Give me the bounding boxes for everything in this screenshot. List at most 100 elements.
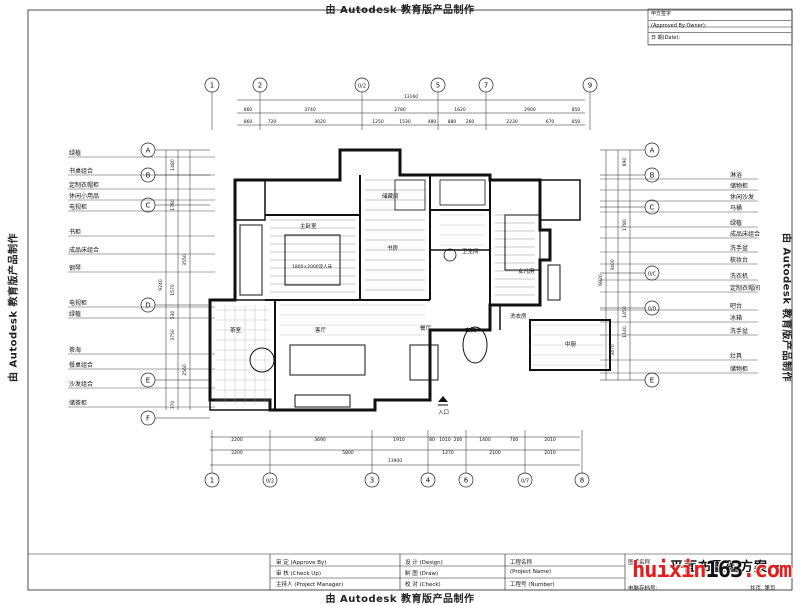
dim-right-5: 1140 xyxy=(622,326,628,338)
brand-part3: .com xyxy=(742,558,792,583)
axis-top-5-label: 9 xyxy=(588,82,592,90)
axis-bottom-0-label: 1 xyxy=(210,477,214,485)
owner-signature-en-row: (Approved By Owner): xyxy=(648,22,792,33)
axis-bottom-6: 8 xyxy=(574,430,590,488)
axis-right-2-label: C xyxy=(650,204,655,212)
dim-bot-r1-3: 80 xyxy=(429,437,435,443)
axis-right-3: 0/C xyxy=(600,265,660,281)
leader-left-0: 绿植 xyxy=(69,149,81,157)
leader-labels-left: 绿植书桌组合定制衣帽柜休闲小用品电视柜书柜成品床组合钢琴电视柜绿植茶海餐桌组合沙… xyxy=(68,149,215,408)
axis-bottom-2-label: 3 xyxy=(370,477,374,485)
axis-right-1-label: B xyxy=(650,172,655,180)
leader-labels-right: 淋浴储物柜休闲沙发马桶绿植成品床组合洗手盆梳妆台洗衣机定制衣帽间吧台冰箱洗手盆灶… xyxy=(600,171,760,374)
room-master-bedroom: 主卧室 xyxy=(300,222,317,230)
axis-top-2: 0/2 xyxy=(354,77,370,130)
leader-right-11: 冰箱 xyxy=(730,314,742,322)
axis-left-3-label: D xyxy=(145,302,150,310)
axis-left-5: F xyxy=(140,410,210,426)
axis-right-5: E xyxy=(600,372,660,388)
dim-left-2: 3550 xyxy=(182,254,188,266)
axis-top-4: 7 xyxy=(478,77,494,130)
dim-left-4: 1570 xyxy=(170,284,176,296)
leader-right-12: 洗手盆 xyxy=(730,327,748,335)
axis-bubbles-top: 1 2 0/2 5 7 9 xyxy=(204,77,598,130)
room-foyer: 玄关 xyxy=(465,326,477,334)
axis-bottom-4: 6 xyxy=(458,430,474,488)
title-block: 审 定 (Approve By) 审 核 (Check Up) 主持人 (Pro… xyxy=(30,554,792,592)
dim-top-r1-4: 2900 xyxy=(524,107,536,113)
axis-top-3: 5 xyxy=(430,77,446,130)
axis-bubbles-bottom: 1 0/2 3 4 6 0/7 8 xyxy=(204,430,590,488)
dim-top-r2-4: 1530 xyxy=(399,119,411,125)
dim-top-r1-1: 3740 xyxy=(304,107,316,113)
dim-bot-r2-3: 2100 xyxy=(489,450,501,456)
tb-project-name-en: (Project Name) xyxy=(510,569,552,575)
leader-left-4: 电视柜 xyxy=(69,203,87,211)
tb-sheets: 共页, 第页 xyxy=(750,586,776,592)
dim-left-0: 1480 xyxy=(170,159,176,171)
dim-left-5: 530 xyxy=(170,311,176,320)
axis-right-0-label: A xyxy=(650,147,655,155)
room-living: 客厅 xyxy=(315,326,327,334)
owner-label: 甲方签字 xyxy=(651,11,672,17)
leader-left-8: 电视柜 xyxy=(69,299,87,307)
leader-left-7: 钢琴 xyxy=(69,264,81,272)
approval-box: 甲方签字 (Approved By Owner): 日 期(Date): xyxy=(648,9,792,45)
leader-right-9: 定制衣帽间 xyxy=(730,284,760,292)
brand-part2: 163 xyxy=(705,558,743,583)
dim-bot-r1-1: 3690 xyxy=(314,437,326,443)
axis-right-4-label: 0/D xyxy=(648,307,657,313)
leader-right-1: 储物柜 xyxy=(730,182,748,190)
dim-top-r2-2: 3020 xyxy=(314,119,326,125)
axis-top-1: 2 xyxy=(252,77,268,130)
axis-bottom-3: 4 xyxy=(420,430,436,488)
dim-bot-r1-5: 200 xyxy=(454,437,463,443)
axis-left-4-label: E xyxy=(146,377,150,385)
axis-left-2: C xyxy=(140,197,210,213)
tb-project-no: 工程号 (Number) xyxy=(510,582,555,588)
dim-top-r2-1: 720 xyxy=(268,119,277,125)
room-kitchen: 中厨 xyxy=(565,340,577,348)
leader-right-6: 洗手盆 xyxy=(730,244,748,252)
leader-right-14: 储物柜 xyxy=(730,365,748,373)
dim-right-4: 1450 xyxy=(622,306,628,318)
leader-left-12: 沙发组合 xyxy=(69,380,93,388)
floor-plan xyxy=(208,148,611,412)
axis-bottom-3-label: 4 xyxy=(426,477,431,485)
leader-right-13: 灶具 xyxy=(730,352,742,360)
dim-top-r2-3: 1250 xyxy=(372,119,384,125)
leader-right-2: 休闲沙发 xyxy=(730,193,754,201)
axis-bottom-0: 1 xyxy=(204,430,220,488)
dim-bot-r1-6: 1400 xyxy=(479,437,491,443)
axis-bottom-6-label: 8 xyxy=(580,477,584,485)
axis-right-2: C xyxy=(600,199,660,215)
axis-top-1-label: 2 xyxy=(258,82,262,90)
entrance-label: 入口 xyxy=(438,409,449,416)
room-tea: 茶室 xyxy=(230,326,242,334)
leader-left-6: 成品床组合 xyxy=(69,246,99,254)
axis-top-4-label: 7 xyxy=(484,82,488,90)
dim-top-r2-9: 670 xyxy=(546,119,555,125)
axis-left-5-label: F xyxy=(146,415,150,423)
tb-drawing-no: 电脑存档号: xyxy=(628,586,658,592)
axis-top-0-label: 1 xyxy=(210,82,214,90)
axis-left-4: E xyxy=(140,372,210,388)
axis-bottom-5: 0/7 xyxy=(517,430,533,488)
dim-top-r2-8: 2230 xyxy=(506,119,518,125)
leader-left-9: 绿植 xyxy=(69,310,81,318)
dim-left-7: 2560 xyxy=(182,364,188,376)
dim-top-r2-10: 850 xyxy=(572,119,581,125)
tb-draw: 制 图 (Draw) xyxy=(405,571,439,577)
brand-part1: huixin xyxy=(632,558,706,583)
leader-left-3: 休闲小用品 xyxy=(69,192,99,200)
axis-bottom-5-label: 0/7 xyxy=(521,479,529,485)
tb-manager: 主持人 (Project Manager) xyxy=(276,582,344,588)
axis-bottom-1-label: 0/2 xyxy=(266,479,274,485)
dim-bot-overall: 13900 xyxy=(388,458,402,464)
dim-top-overall: 13160 xyxy=(404,94,418,100)
dim-right-2: 3400 xyxy=(610,259,616,271)
room-study: 书房 xyxy=(387,244,399,252)
axis-top-5: 9 xyxy=(582,77,598,130)
dim-bot-r1-2: 1910 xyxy=(393,437,405,443)
